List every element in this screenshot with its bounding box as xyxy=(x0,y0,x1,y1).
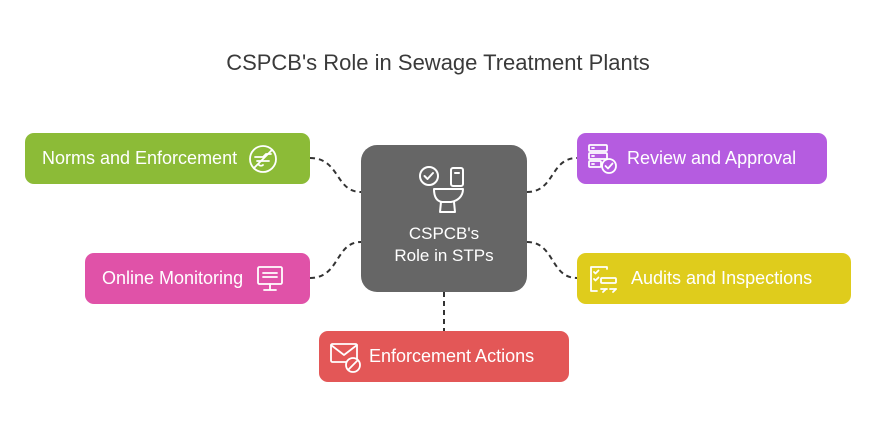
node-review-approval[interactable]: Review and Approval xyxy=(577,133,827,184)
node-actions-label: Enforcement Actions xyxy=(369,346,535,366)
connector-audits xyxy=(526,241,578,279)
toilet-check-icon xyxy=(419,166,464,213)
diagram-title: CSPCB's Role in Sewage Treatment Plants xyxy=(226,50,650,75)
node-audits-label: Audits and Inspections xyxy=(631,268,813,288)
center-label-line1: CSPCB's xyxy=(408,224,480,243)
node-review-label: Review and Approval xyxy=(627,148,797,168)
center-label-line2: Role in STPs xyxy=(394,246,494,265)
connector-norms xyxy=(309,157,362,193)
connector-review xyxy=(526,157,578,193)
node-norms-enforcement[interactable]: Norms and Enforcement xyxy=(25,133,310,184)
center-node: CSPCB's Role in STPs xyxy=(361,145,527,292)
checklist-icon xyxy=(590,265,617,293)
node-online-monitoring[interactable]: Online Monitoring xyxy=(85,253,310,304)
mail-blocked-icon xyxy=(330,342,361,373)
node-online-label: Online Monitoring xyxy=(102,268,244,288)
node-enforcement-actions[interactable]: Enforcement Actions xyxy=(319,331,569,382)
no-discharge-icon xyxy=(249,144,277,173)
server-check-icon xyxy=(588,143,617,174)
connector-online xyxy=(309,241,362,279)
node-audits-inspections[interactable]: Audits and Inspections xyxy=(577,253,851,304)
monitor-icon xyxy=(257,265,283,291)
node-norms-label: Norms and Enforcement xyxy=(42,148,238,168)
